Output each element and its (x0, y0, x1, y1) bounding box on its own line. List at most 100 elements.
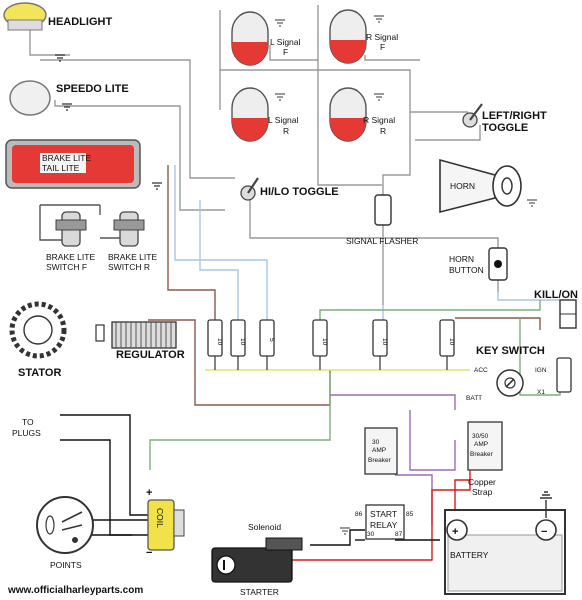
breaker-30-label-3: Breaker (368, 457, 392, 464)
key-switch: KEY SWITCH ACC IGN BATT X1 (466, 345, 572, 402)
horn-button-label-1: HORN (449, 254, 474, 264)
ground-icon (275, 93, 285, 101)
left-right-toggle-label-1: LEFT/RIGHT (482, 110, 547, 122)
battery-label: BATTERY (450, 550, 489, 560)
kill-on-label: KILL/ON (534, 289, 578, 301)
fuse-rating: 10 (381, 338, 388, 346)
copper-strap: Copper Strap (468, 477, 496, 497)
fuse: 10 (230, 319, 246, 357)
batt-label: BATT (466, 395, 482, 402)
fuse-rating: 10 (321, 338, 328, 346)
hi-lo-toggle: HI/LO TOGGLE (240, 177, 339, 201)
r-signal-f-label-2: F (380, 42, 385, 52)
solenoid-label: Solenoid (248, 522, 281, 532)
ground-icon (275, 19, 285, 27)
horn-label: HORN (450, 181, 475, 191)
r-signal-f-label-1: R Signal (366, 32, 398, 42)
ground-icon (540, 491, 552, 518)
relay-30-label: 30 (367, 531, 375, 538)
l-signal-f-label-1: L Signal (270, 37, 301, 47)
breaker-50-label-2: AMP (474, 441, 488, 448)
kill-on-switch: KILL/ON (534, 289, 578, 329)
points: POINTS (36, 496, 94, 570)
ground-icon (374, 15, 384, 23)
r-signal-r: R Signal R (329, 87, 395, 142)
l-signal-r-label-2: R (283, 126, 289, 136)
l-signal-f-label-2: F (283, 47, 288, 57)
battery: + − BATTERY (444, 491, 566, 595)
fuse-rating: 5 (268, 338, 275, 342)
signal-flasher-label: SIGNAL FLASHER (346, 236, 418, 246)
brake-lite-label: BRAKE LITE (42, 153, 91, 163)
relay-86-label: 86 (355, 511, 363, 518)
coil-label: COIL (155, 508, 165, 528)
to-plugs-label-2: PLUGS (12, 428, 41, 438)
speedo-lite: SPEEDO LITE (9, 80, 129, 116)
headlight-label: HEADLIGHT (48, 16, 112, 28)
fuse: 10 (312, 319, 328, 357)
left-right-toggle-label-2: TOGGLE (482, 122, 528, 134)
regulator-label: REGULATOR (116, 349, 185, 361)
horn: HORN (439, 158, 537, 214)
r-signal-r-label-2: R (380, 126, 386, 136)
x1-label: X1 (537, 389, 545, 396)
left-right-toggle: LEFT/RIGHT TOGGLE (462, 103, 547, 134)
battery-minus-label: − (541, 526, 547, 538)
relay-85-label: 85 (406, 511, 414, 518)
ground-icon (374, 93, 384, 101)
brake-switch-r-label-1: BRAKE LITE (108, 252, 157, 262)
wires (29, 5, 561, 561)
start-relay-label-2: RELAY (370, 520, 398, 530)
speedo-lite-label: SPEEDO LITE (56, 83, 129, 95)
acc-label: ACC (474, 367, 488, 374)
coil-plus-label: + (146, 487, 152, 499)
copper-strap-label-2: Strap (472, 487, 493, 497)
brake-switch-f-label-2: SWITCH F (46, 262, 87, 272)
to-plugs-label-1: TO (22, 417, 34, 427)
signal-flasher: SIGNAL FLASHER (346, 194, 418, 246)
tail-lite-label: TAIL LITE (42, 163, 80, 173)
points-label: POINTS (50, 560, 82, 570)
brake-switch-r-label-2: SWITCH R (108, 262, 150, 272)
r-signal-f: R Signal F (329, 9, 398, 64)
l-signal-r: L Signal R (231, 87, 299, 142)
breaker-30-amp: 30 AMP Breaker (364, 427, 398, 475)
fuse: 10 (372, 319, 388, 357)
brake-lite-switch-f: BRAKE LITE SWITCH F (46, 211, 95, 272)
start-relay: START RELAY 86 85 30 87 (340, 504, 414, 540)
fuse: 10 (207, 319, 223, 357)
ground-icon (55, 54, 65, 62)
ground-icon (62, 103, 72, 111)
fuse-rating: 10 (239, 338, 246, 346)
ground-icon (152, 182, 162, 190)
fuse-rating: 10 (448, 338, 455, 346)
fuse: 5 (259, 319, 275, 357)
regulator: REGULATOR (95, 321, 185, 361)
speedo-lamp (9, 80, 51, 116)
l-signal-f: L Signal F (231, 11, 301, 66)
key-switch-label: KEY SWITCH (476, 345, 545, 357)
to-plugs: TO PLUGS (12, 417, 41, 438)
horn-button-label-2: BUTTON (449, 265, 484, 275)
fuse-rating: 10 (216, 338, 223, 346)
brake-tail-lite: BRAKE LITE TAIL LITE (5, 139, 162, 190)
breaker-30-50-amp: 30/50 AMP Breaker (467, 421, 503, 471)
headlight: HEADLIGHT (3, 2, 112, 62)
r-signal-r-label-1: R Signal (363, 115, 395, 125)
brake-lite-switch-r: BRAKE LITE SWITCH R (108, 211, 157, 272)
relay-87-label: 87 (395, 531, 403, 538)
ground-icon (340, 527, 350, 535)
ground-icon (527, 199, 537, 207)
ign-label: IGN (535, 367, 547, 374)
hi-lo-toggle-label: HI/LO TOGGLE (260, 186, 339, 198)
battery-plus-label: + (452, 526, 458, 538)
copper-strap-label-1: Copper (468, 477, 496, 487)
fuse-block: 10 10 5 10 10 10 (207, 319, 455, 370)
website-label: www.officialharleyparts.com (7, 585, 143, 596)
coil: COIL + − (146, 487, 185, 559)
start-relay-label-1: START (370, 509, 397, 519)
breaker-30-label-2: AMP (372, 447, 386, 454)
fuse: 10 (439, 319, 455, 357)
stator-label: STATOR (18, 367, 61, 379)
